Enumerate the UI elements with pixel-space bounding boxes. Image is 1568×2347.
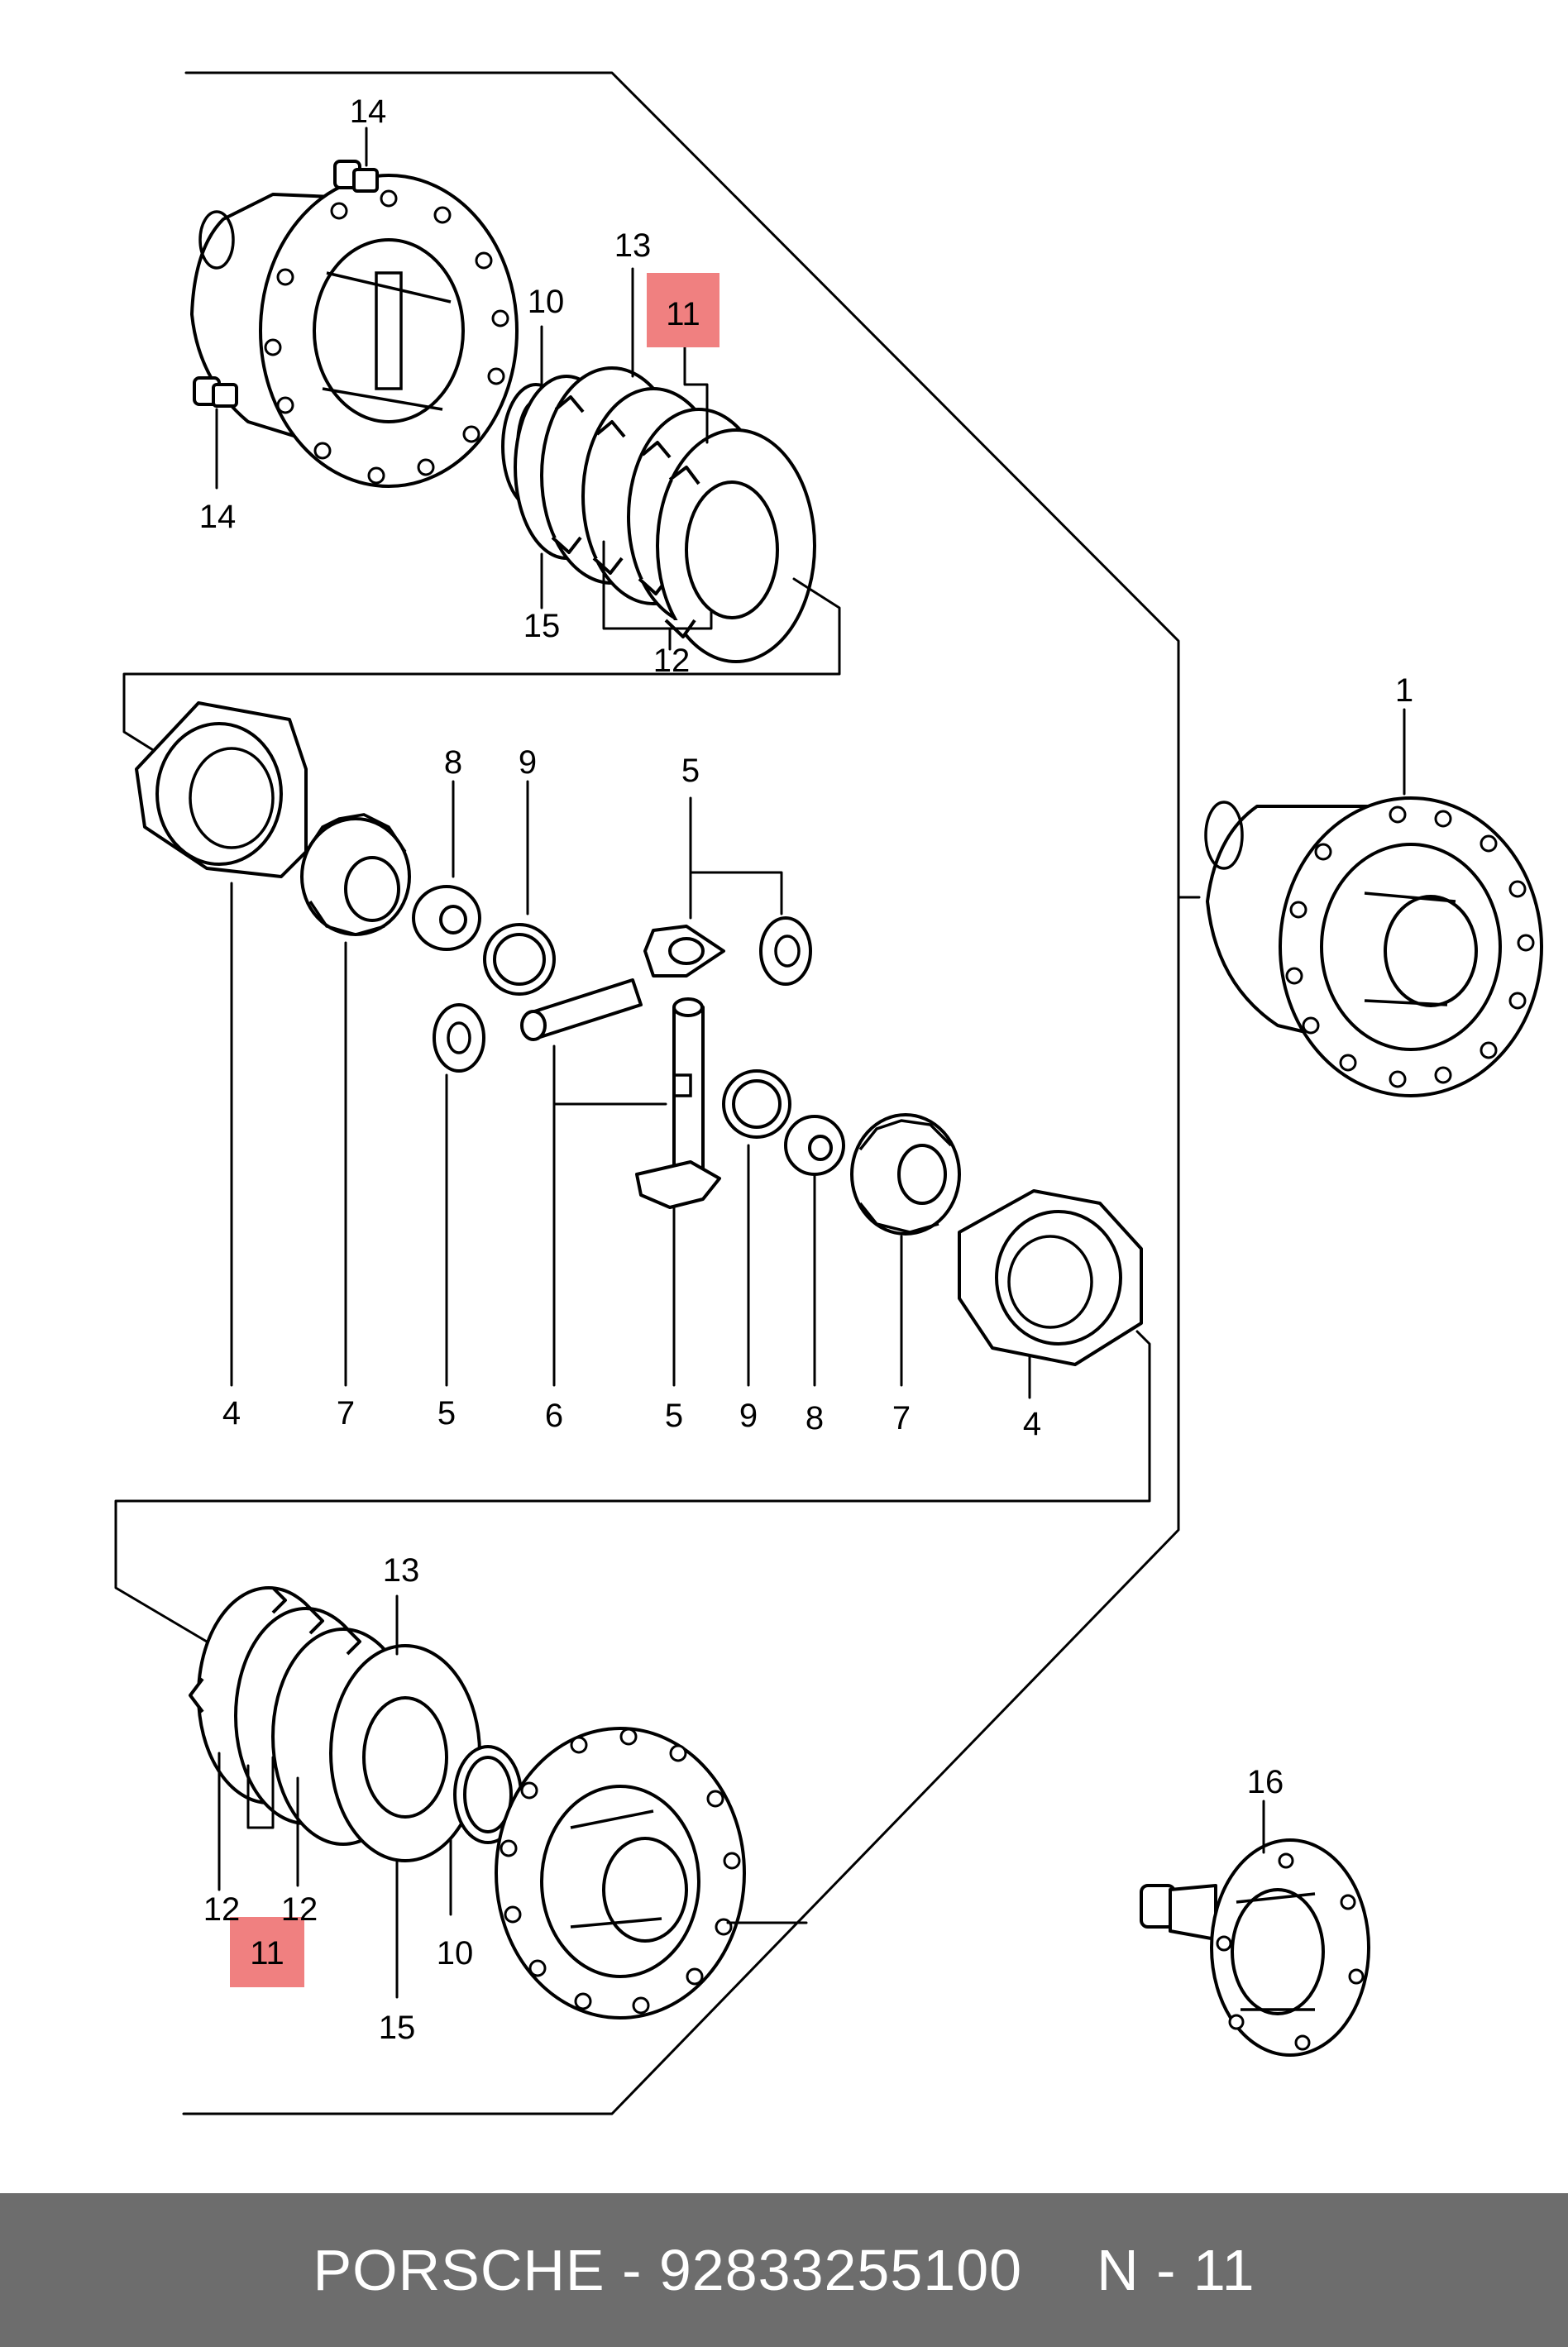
label-5-top: 5 xyxy=(681,753,700,789)
label-4-left: 4 xyxy=(222,1395,241,1432)
bracket-bottom-clutch xyxy=(114,1330,1151,1643)
leader-12a xyxy=(602,540,713,651)
label-8-bottom: 8 xyxy=(806,1400,824,1436)
part-9-ring-bottom xyxy=(722,1069,791,1139)
label-15-bottom: 15 xyxy=(379,2010,416,2046)
label-15-top: 15 xyxy=(523,608,561,644)
leader-6 xyxy=(552,1044,667,1387)
label-9-bottom: 9 xyxy=(739,1398,758,1434)
part-4-ring-left xyxy=(135,701,308,878)
label-6: 6 xyxy=(545,1398,563,1434)
label-11-top: 11 xyxy=(666,296,700,332)
label-10-top: 10 xyxy=(528,284,565,320)
label-12-bottom-left: 12 xyxy=(203,1891,241,1928)
bottom-housing-flange xyxy=(495,1727,746,2020)
label-12-bottom-right: 12 xyxy=(281,1891,318,1928)
label-5-bottom: 5 xyxy=(665,1398,683,1434)
label-11-bottom: 11 xyxy=(250,1935,284,1972)
label-1: 1 xyxy=(1395,672,1413,709)
leader-5a xyxy=(689,796,783,920)
part-9-ring-top xyxy=(483,923,556,996)
label-7-right: 7 xyxy=(892,1400,911,1436)
part-7-gear-right xyxy=(850,1113,961,1236)
part-12-disc-top xyxy=(656,428,816,663)
label-14-bottom: 14 xyxy=(199,499,237,535)
label-7-left: 7 xyxy=(337,1395,355,1432)
part-13-disc-bottom xyxy=(329,1644,481,1862)
part-14-bolt-bottom xyxy=(193,376,238,408)
diagram-position: N - 11 xyxy=(1097,2238,1255,2302)
label-14-top: 14 xyxy=(350,93,387,130)
leader-12-11-bottom xyxy=(218,1752,299,1891)
label-10-bottom: 10 xyxy=(437,1935,474,1972)
label-16: 16 xyxy=(1247,1764,1284,1800)
bracket-top-clutch xyxy=(122,577,841,754)
label-13-top: 13 xyxy=(614,227,652,264)
assembly-bracket xyxy=(182,71,1180,2115)
part-5-pinion-top-b xyxy=(759,916,812,986)
part-5-pinion-bottom xyxy=(635,1160,721,1209)
label-4-right: 4 xyxy=(1023,1406,1041,1442)
highlight-11-bottom xyxy=(230,1917,304,1987)
part-8-washer-bottom xyxy=(784,1115,845,1176)
leader-11a xyxy=(683,342,709,444)
part-1-housing xyxy=(1204,796,1543,1097)
part-5-pinion-left xyxy=(433,1003,485,1073)
part-info-footer: PORSCHE - 92833255100 N - 11 xyxy=(0,2193,1568,2347)
label-8-top: 8 xyxy=(444,744,462,781)
brand-name: PORSCHE xyxy=(313,2238,605,2302)
label-9-top: 9 xyxy=(519,744,537,781)
part-number: 92833255100 xyxy=(658,2238,1023,2302)
label-12-top: 12 xyxy=(653,643,691,679)
highlight-11-top xyxy=(647,273,719,347)
label-13-bottom: 13 xyxy=(383,1552,420,1589)
exploded-parts-diagram: 14 14 13 11 10 15 12 1 8 9 5 4 7 5 6 5 9… xyxy=(114,71,1543,2115)
top-housing-cover xyxy=(190,174,519,488)
part-14-bolt-top xyxy=(333,160,379,193)
part-7-gear-left xyxy=(300,813,411,936)
part-8-washer-top xyxy=(412,885,481,951)
footer-dash: - xyxy=(622,2238,643,2302)
part-5-pinion-top-a xyxy=(643,925,725,978)
label-5-left: 5 xyxy=(437,1395,456,1432)
part-4-ring-right xyxy=(958,1189,1143,1366)
part-16-drive-flange xyxy=(1140,1838,1370,2057)
part-6-shaft xyxy=(520,978,705,1193)
